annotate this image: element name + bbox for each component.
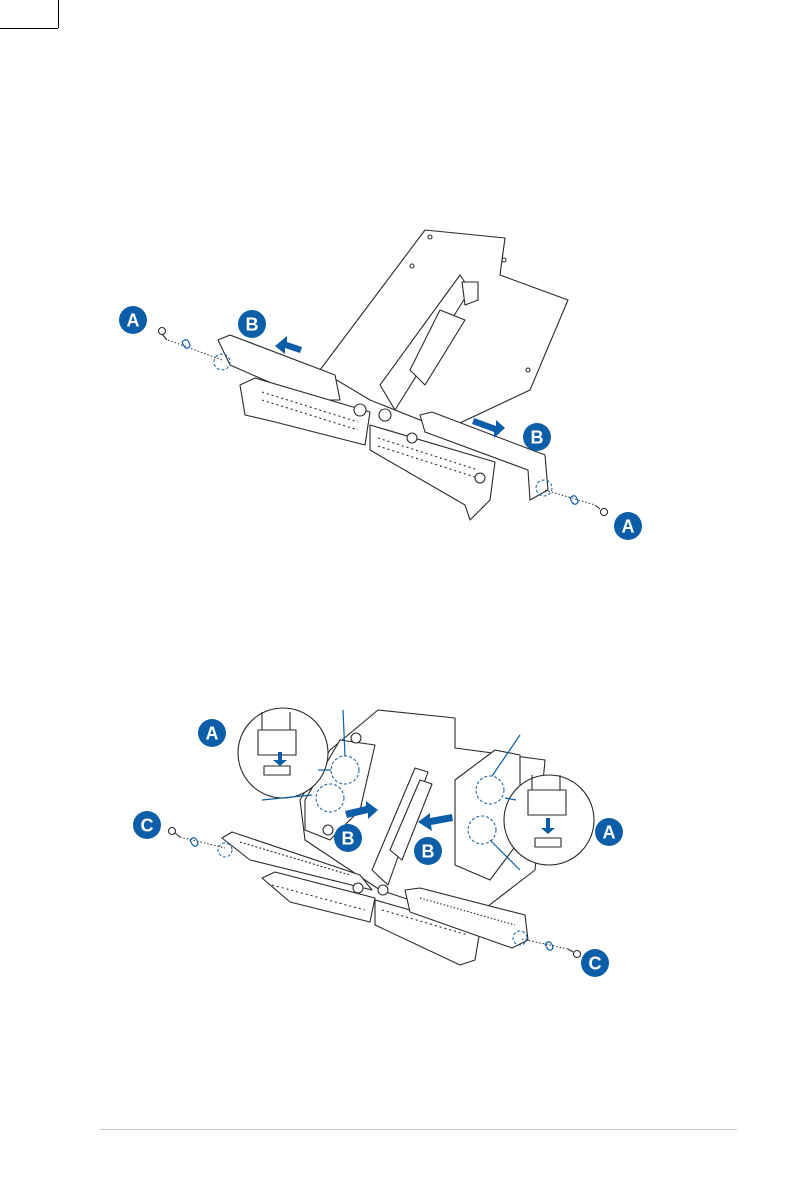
callout-a-left: A: [198, 719, 226, 747]
svg-text:A: A: [603, 823, 616, 843]
svg-text:A: A: [206, 724, 219, 744]
svg-text:A: A: [622, 517, 635, 537]
callout-a-right: A: [595, 818, 623, 846]
screw-left-icon: [159, 328, 231, 371]
screw-left-icon: [169, 828, 233, 858]
callout-b-left: B: [334, 824, 362, 852]
callout-b-left: B: [238, 310, 266, 338]
svg-text:B: B: [246, 315, 259, 335]
callout-b-right: B: [414, 837, 442, 865]
crop-mark-vertical: [58, 0, 59, 28]
svg-text:B: B: [531, 428, 544, 448]
riser-bracket-removal-figure: A B B A: [0, 200, 794, 560]
svg-text:A: A: [127, 311, 140, 331]
arrow-left-icon: [275, 336, 302, 354]
footer-rule: [100, 1129, 737, 1130]
svg-text:B: B: [422, 842, 435, 862]
callout-a-left: A: [119, 306, 147, 334]
svg-text:C: C: [141, 816, 154, 836]
riser-card-install-figure: A C B B A C: [0, 690, 794, 990]
callout-c-left: C: [133, 811, 161, 839]
callout-c-right: C: [581, 949, 609, 977]
svg-text:B: B: [342, 829, 355, 849]
crop-mark-horizontal: [0, 28, 58, 29]
callout-a-right: A: [614, 512, 642, 540]
svg-text:C: C: [589, 954, 602, 974]
callout-b-right: B: [523, 423, 551, 451]
magnify-cable-connector-right: [504, 775, 594, 865]
